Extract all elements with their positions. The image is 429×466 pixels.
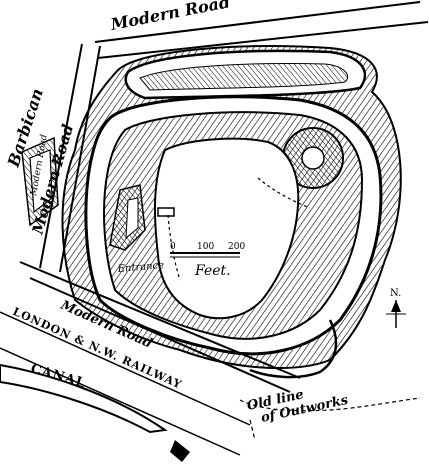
north-label: N.	[390, 288, 401, 299]
dashed-lines	[167, 177, 311, 281]
north-arrow-icon	[391, 300, 401, 312]
barbican-outline	[21, 136, 59, 227]
south-east-bank	[249, 319, 338, 379]
inner-enclosure	[154, 137, 300, 320]
north-arrow: N.	[386, 288, 406, 328]
scale-unit-label: Feet.	[194, 263, 231, 279]
north-outwork	[124, 49, 366, 100]
label-entrance: Entrance	[116, 260, 164, 275]
railway-lines	[0, 311, 251, 456]
label-modern-road-top: Modern Road	[108, 0, 231, 34]
old-line-outworks	[239, 397, 421, 441]
scale-tick-0: 0	[170, 242, 176, 252]
entrance-works	[109, 184, 146, 251]
scale-tick-200: 200	[228, 242, 245, 252]
scale-bar: 0 100 200 Feet.	[170, 242, 245, 279]
canal	[0, 363, 190, 462]
modern-road-top	[94, 1, 429, 59]
modern-road-bottom	[19, 261, 301, 393]
scale-tick-100: 100	[197, 242, 214, 252]
